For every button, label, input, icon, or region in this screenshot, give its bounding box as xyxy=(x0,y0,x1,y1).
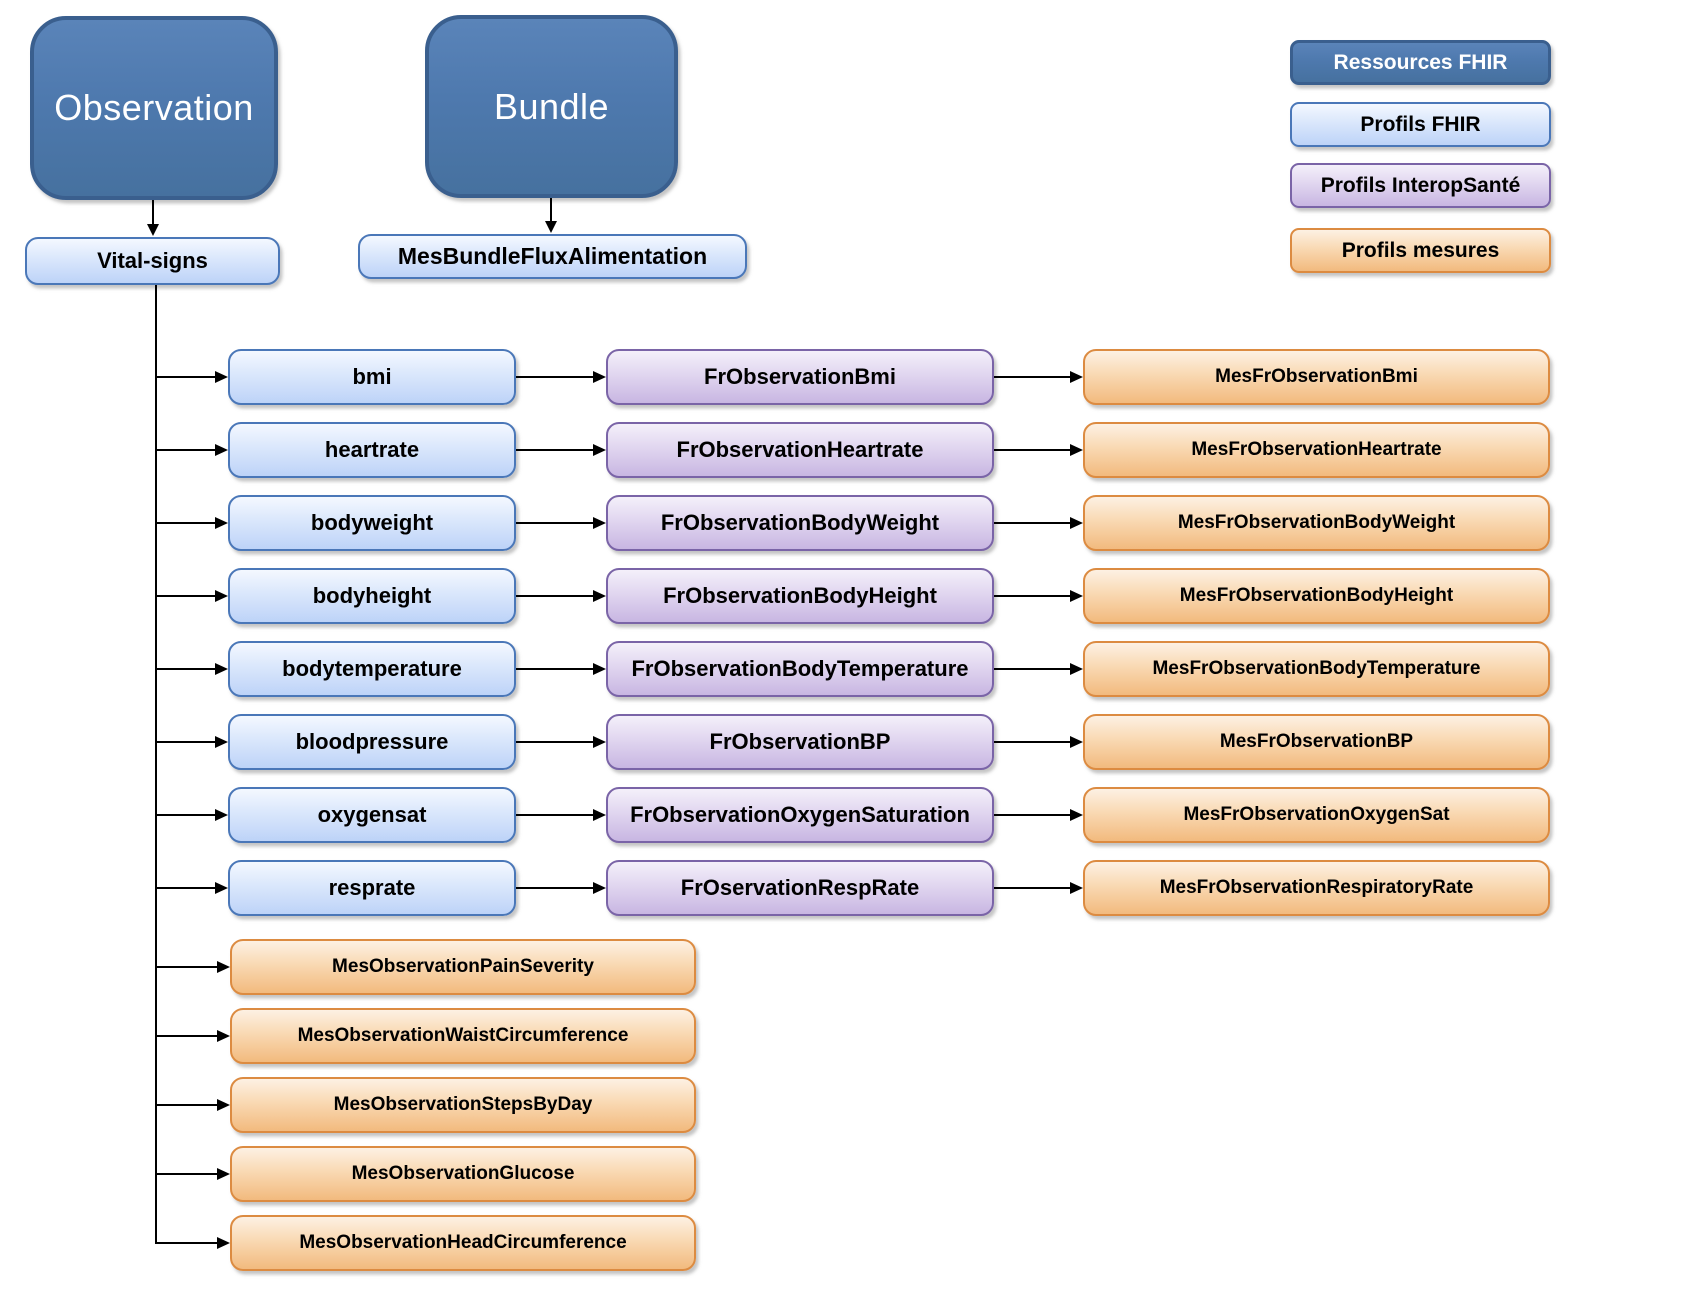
arrow-interop-to-mesure xyxy=(994,808,1083,821)
legend-profils-fhir: Profils FHIR xyxy=(1290,102,1551,147)
node-fhir-bodytemperature: bodytemperature xyxy=(228,641,516,697)
arrow-interop-to-mesure xyxy=(994,443,1083,456)
arrow-interop-to-mesure xyxy=(994,662,1083,675)
branch-arrow xyxy=(155,960,230,973)
node-mesure-heartrate: MesFrObservationHeartrate xyxy=(1083,422,1550,478)
branch-arrow xyxy=(155,881,228,894)
branch-arrow xyxy=(155,1098,230,1111)
node-interop-bodyheight: FrObservationBodyHeight xyxy=(606,568,994,624)
node-interop-bodytemperature: FrObservationBodyTemperature xyxy=(606,641,994,697)
branch-arrow xyxy=(155,1236,230,1249)
node-fhir-bmi: bmi xyxy=(228,349,516,405)
legend-ressources-fhir: Ressources FHIR xyxy=(1290,40,1551,85)
arrow-interop-to-mesure xyxy=(994,516,1083,529)
arrow-fhir-to-interop xyxy=(516,662,606,675)
branch-arrow xyxy=(155,1029,230,1042)
node-fhir-bodyweight: bodyweight xyxy=(228,495,516,551)
node-mesure-bmi: MesFrObservationBmi xyxy=(1083,349,1550,405)
node-fhir-oxygensat: oxygensat xyxy=(228,787,516,843)
node-mesure-resprate: MesFrObservationRespiratoryRate xyxy=(1083,860,1550,916)
node-bundle-resource: Bundle xyxy=(425,15,678,198)
arrow-fhir-to-interop xyxy=(516,808,606,821)
node-mesobservationpainseverity: MesObservationPainSeverity xyxy=(230,939,696,995)
arrow-interop-to-mesure xyxy=(994,881,1083,894)
arrow-interop-to-mesure xyxy=(994,370,1083,383)
node-mes-bundle-flux-alimentation: MesBundleFluxAlimentation xyxy=(358,234,747,279)
node-mesure-oxygensat: MesFrObservationOxygenSat xyxy=(1083,787,1550,843)
branch-arrow xyxy=(155,370,228,383)
arrow-fhir-to-interop xyxy=(516,370,606,383)
arrow-fhir-to-interop xyxy=(516,443,606,456)
arrow-interop-to-mesure xyxy=(994,589,1083,602)
arrow-fhir-to-interop xyxy=(516,589,606,602)
legend-profils-interopsante: Profils InteropSanté xyxy=(1290,163,1551,208)
node-observation-resource: Observation xyxy=(30,16,278,200)
arrow-interop-to-mesure xyxy=(994,735,1083,748)
node-mesure-bodyweight: MesFrObservationBodyWeight xyxy=(1083,495,1550,551)
node-mesobservationstepsbyday: MesObservationStepsByDay xyxy=(230,1077,696,1133)
node-fhir-bloodpressure: bloodpressure xyxy=(228,714,516,770)
node-interop-bloodpressure: FrObservationBP xyxy=(606,714,994,770)
arrow-bundle-to-mesbundle xyxy=(544,198,557,233)
node-mesobservationwaistcircumference: MesObservationWaistCircumference xyxy=(230,1008,696,1064)
node-interop-heartrate: FrObservationHeartrate xyxy=(606,422,994,478)
branch-arrow xyxy=(155,1167,230,1180)
arrow-fhir-to-interop xyxy=(516,516,606,529)
trunk-line-vitalsigns xyxy=(155,285,157,1244)
node-interop-bodyweight: FrObservationBodyWeight xyxy=(606,495,994,551)
node-mesure-bodytemperature: MesFrObservationBodyTemperature xyxy=(1083,641,1550,697)
node-mesobservationglucose: MesObservationGlucose xyxy=(230,1146,696,1202)
arrow-fhir-to-interop xyxy=(516,881,606,894)
node-mesobservationheadcircumference: MesObservationHeadCircumference xyxy=(230,1215,696,1271)
node-vital-signs: Vital-signs xyxy=(25,237,280,285)
arrow-observation-to-vitalsigns xyxy=(146,200,159,236)
branch-arrow xyxy=(155,443,228,456)
branch-arrow xyxy=(155,589,228,602)
branch-arrow xyxy=(155,808,228,821)
node-fhir-bodyheight: bodyheight xyxy=(228,568,516,624)
node-mesure-bloodpressure: MesFrObservationBP xyxy=(1083,714,1550,770)
legend-profils-mesures: Profils mesures xyxy=(1290,228,1551,273)
branch-arrow xyxy=(155,662,228,675)
node-interop-resprate: FrOservationRespRate xyxy=(606,860,994,916)
branch-arrow xyxy=(155,516,228,529)
node-fhir-resprate: resprate xyxy=(228,860,516,916)
node-interop-bmi: FrObservationBmi xyxy=(606,349,994,405)
branch-arrow xyxy=(155,735,228,748)
node-mesure-bodyheight: MesFrObservationBodyHeight xyxy=(1083,568,1550,624)
node-interop-oxygensat: FrObservationOxygenSaturation xyxy=(606,787,994,843)
node-fhir-heartrate: heartrate xyxy=(228,422,516,478)
arrow-fhir-to-interop xyxy=(516,735,606,748)
